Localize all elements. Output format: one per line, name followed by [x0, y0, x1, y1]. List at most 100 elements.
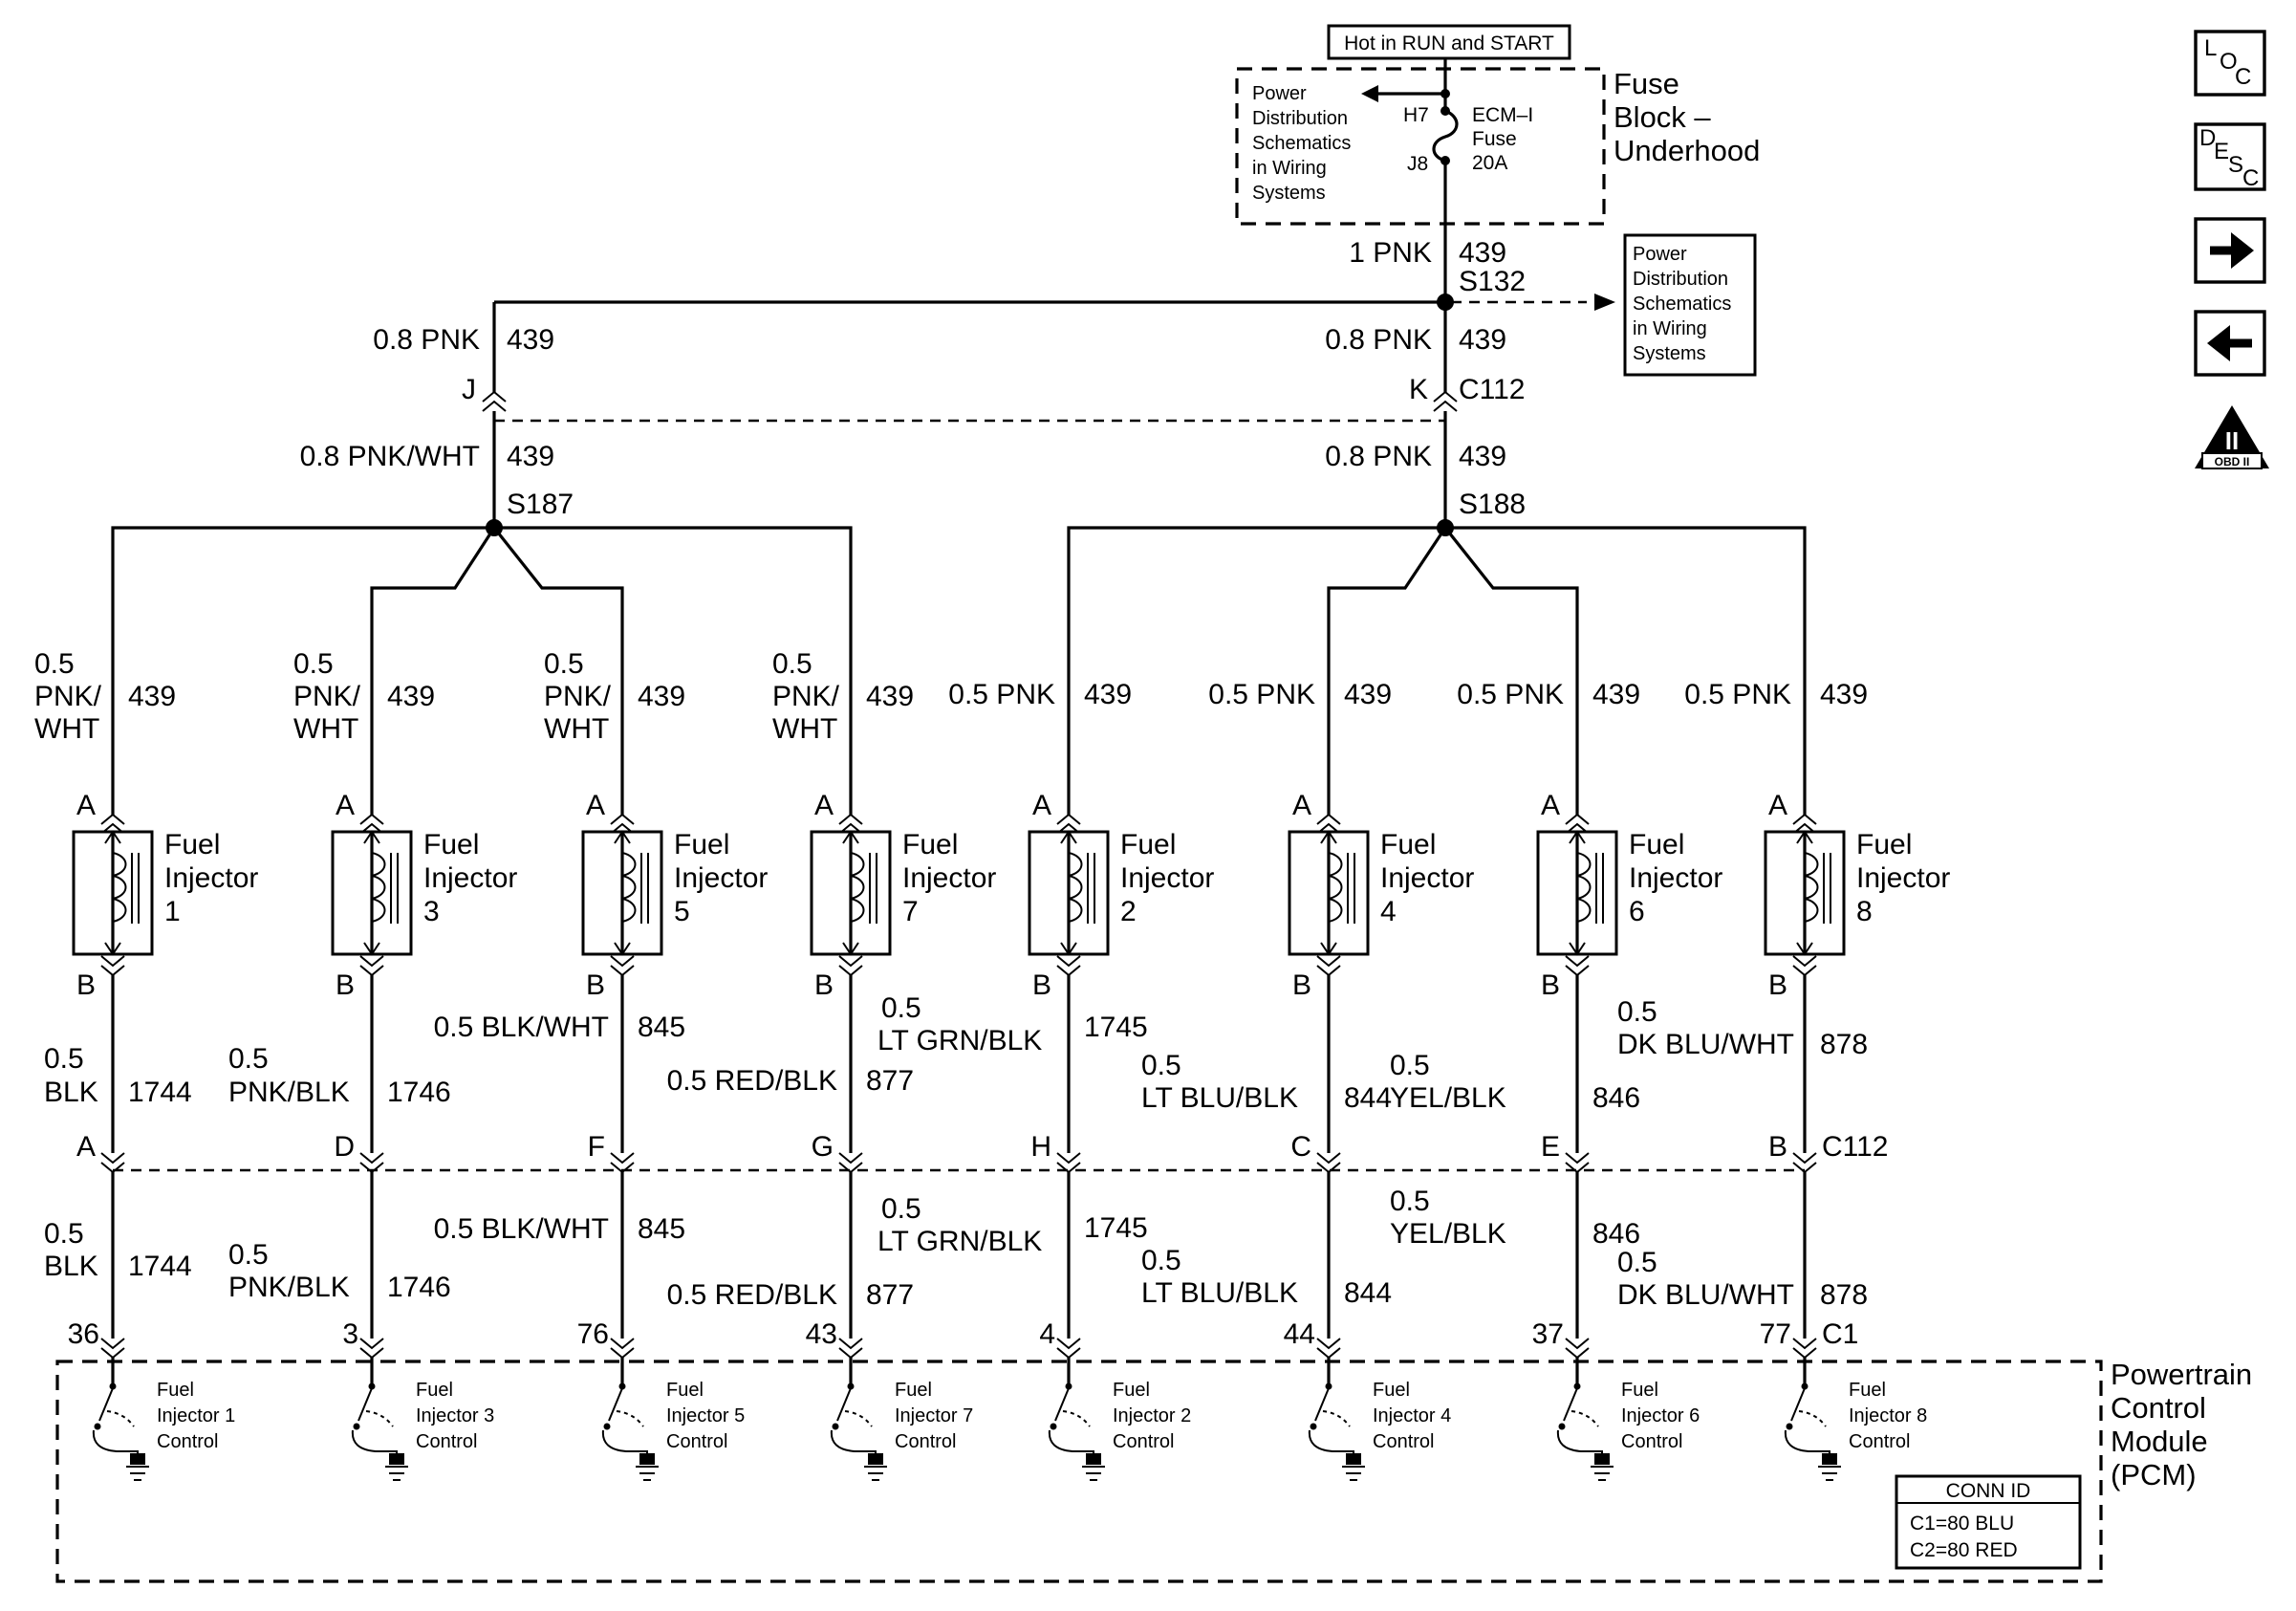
pin-b: B — [1541, 969, 1560, 1001]
main-feed-circuit: 439 — [1459, 237, 1506, 269]
control-label-fuel: Fuel — [1373, 1380, 1410, 1401]
left-upper-circuit: 439 — [507, 324, 554, 356]
top-circuit: 439 — [387, 681, 435, 712]
s188-wire-injector-2 — [1067, 526, 1445, 815]
c112-pin: D — [334, 1131, 355, 1163]
c112-upper-label: C112 — [1459, 374, 1526, 405]
pcm-pin: 76 — [577, 1318, 609, 1350]
pin-a: A — [1541, 790, 1560, 821]
pin-a: A — [1032, 790, 1051, 821]
fuel-injector-8-symbol — [1764, 830, 1846, 956]
pcm-driver-switch-1-icon — [92, 1369, 149, 1481]
pcm-label-1: Powertrain — [2111, 1358, 2252, 1391]
pcm-gauge-size: 0.5 — [1617, 1247, 1657, 1278]
pcm-gauge-color: PNK/BLK — [228, 1272, 350, 1303]
pin-a: A — [76, 790, 96, 821]
pcm-driver-switch-8-icon — [1784, 1369, 1841, 1481]
loc-o: O — [2220, 49, 2238, 75]
c1-label: C1 — [1822, 1318, 1858, 1350]
pcm-pin: 44 — [1284, 1318, 1315, 1350]
nav-desc-button[interactable]: D E S C — [2194, 122, 2266, 191]
splice-s188-label: S188 — [1459, 489, 1526, 520]
low-circuit: 1744 — [128, 1077, 192, 1108]
desc-c: C — [2242, 165, 2259, 191]
injector-label-fuel: Fuel — [164, 829, 220, 860]
side-ref-line-5: Systems — [1633, 343, 1706, 364]
pin-b: B — [814, 969, 834, 1001]
low-gauge-size: 0.5 — [44, 1043, 84, 1075]
splice-s187-label: S187 — [507, 489, 574, 520]
control-label-injector: Injector 5 — [666, 1405, 745, 1426]
hot-in-run-start-label: Hot in RUN and START — [1344, 33, 1554, 54]
control-label-fuel: Fuel — [416, 1380, 453, 1401]
fuse-ref-line-4: in Wiring — [1252, 158, 1327, 179]
low-circuit: 846 — [1592, 1082, 1640, 1114]
top-gauge-size: 0.5 — [293, 648, 334, 680]
injector-label-fuel: Fuel — [1629, 829, 1684, 860]
nav-loc-button[interactable]: L O C — [2194, 30, 2266, 97]
injector-label-fuel: Fuel — [902, 829, 958, 860]
nav-next-button[interactable] — [2194, 217, 2266, 284]
conn-id-line-1: C1=80 BLU — [1910, 1513, 2014, 1535]
c112-pin: E — [1541, 1131, 1560, 1163]
top-circuit: 439 — [1084, 679, 1132, 710]
c112-pin-k: K — [1409, 374, 1428, 405]
s187-wire-injector-3 — [370, 527, 496, 815]
injector-label-number: 5 — [674, 896, 690, 927]
desc-e: E — [2214, 139, 2229, 164]
pcm-label-3: Module — [2111, 1425, 2208, 1458]
injector-label-number: 6 — [1629, 896, 1645, 927]
control-label-injector: Injector 1 — [157, 1405, 235, 1426]
injector-label-injector: Injector — [674, 862, 768, 894]
pcm-gauge-size: 0.5 — [44, 1218, 84, 1250]
top-circuit: 439 — [638, 681, 685, 712]
splice-s187 — [111, 519, 853, 815]
right-upper-gauge: 0.8 PNK — [1325, 324, 1432, 356]
s188-wire-injector-6 — [1443, 527, 1579, 815]
conn-id-title: CONN ID — [1946, 1480, 2031, 1502]
top-gauge: 0.5 PNK — [1208, 679, 1315, 710]
fuel-injector-1-symbol — [72, 830, 154, 956]
pcm-gauge-color: BLK — [44, 1251, 98, 1282]
top-gauge: 0.5 PNK — [1457, 679, 1564, 710]
fuel-injector-7-symbol — [810, 830, 892, 956]
fuse-ref-line-5: Systems — [1252, 183, 1326, 204]
fuse-name-line-2: Fuse — [1472, 128, 1517, 150]
injector-label-number: 4 — [1380, 896, 1397, 927]
s187-wire-injector-7 — [494, 526, 853, 815]
injector-label-fuel: Fuel — [1856, 829, 1912, 860]
nav-obd-ii-button[interactable]: II OBD II — [2195, 405, 2269, 469]
low-circuit: 877 — [866, 1065, 914, 1097]
injector-label-number: 3 — [423, 896, 440, 927]
top-circuit: 439 — [866, 681, 914, 712]
control-label-control: Control — [1113, 1431, 1174, 1452]
fuel-injector-5-symbol — [581, 830, 663, 956]
c112-pin: A — [76, 1131, 96, 1163]
top-gauge-color-1: PNK/ — [772, 681, 840, 712]
top-gauge-color-2: WHT — [772, 713, 837, 745]
top-gauge-color-1: PNK/ — [544, 681, 612, 712]
splice-s132-label: S132 — [1459, 266, 1526, 297]
s188-wire-injector-8 — [1445, 526, 1807, 815]
pcm-label-4: (PCM) — [2111, 1458, 2197, 1491]
pin-a: A — [1292, 790, 1311, 821]
c112-pin: H — [1030, 1131, 1051, 1163]
top-circuit: 439 — [128, 681, 176, 712]
low-gauge-size: 0.5 — [881, 992, 921, 1024]
right-lower-circuit: 439 — [1459, 441, 1506, 472]
pcm-circuit: 1744 — [128, 1251, 192, 1282]
control-label-control: Control — [666, 1431, 727, 1452]
top-circuit: 439 — [1820, 679, 1868, 710]
side-ref-line-3: Schematics — [1633, 294, 1731, 315]
pin-b: B — [1032, 969, 1051, 1001]
nav-prev-button[interactable] — [2194, 310, 2266, 377]
fuse-ref-arrow-head — [1361, 85, 1378, 102]
fuse-block-label-1: Fuse — [1614, 67, 1679, 100]
top-gauge-size: 0.5 — [544, 648, 584, 680]
right-upper-circuit: 439 — [1459, 324, 1506, 356]
control-label-fuel: Fuel — [1621, 1380, 1658, 1401]
